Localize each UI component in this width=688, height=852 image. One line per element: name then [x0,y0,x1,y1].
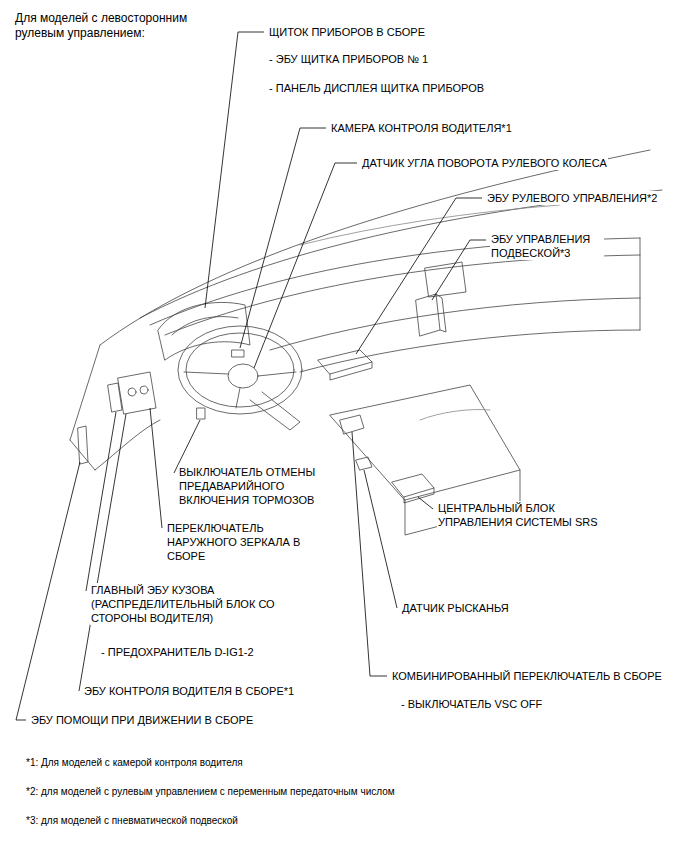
dashboard-end [640,238,641,330]
leader-line [364,470,397,608]
steering-wheel [186,333,294,407]
srs-unit [392,474,434,497]
switch-knob [128,388,136,396]
leader-line [356,198,482,354]
steering-wheel [178,326,302,414]
steering-hub [228,364,258,388]
diagram-title: Для моделей с левосторонним рулевым упра… [14,11,191,41]
sub-part-label: - ПАНЕЛЬ ДИСПЛЕЯ ЩИТКА ПРИБОРОВ [268,81,485,95]
srs-unit [404,488,434,503]
driving-assist-ecu [78,426,88,464]
dashboard-top [165,255,640,335]
part-label: ГЛАВНЫЙ ЭБУ КУЗОВА (РАСПРЕДЕЛИТЕЛЬНЫЙ БЛ… [90,583,280,625]
dashboard-lower [300,330,640,372]
part-label: ПЕРЕКЛЮЧАТЕЛЬ НАРУЖНОГО ЗЕРКАЛА В СБОРЕ [166,521,304,563]
body-ecu [108,383,122,412]
part-label: ЭБУ РУЛЕВОГО УПРАВЛЕНИЯ*2 [486,191,658,205]
part-label: КАМЕРА КОНТРОЛЯ ВОДИТЕЛЯ*1 [330,121,513,135]
steering-spokes [184,372,296,408]
instrument-cluster [158,302,250,360]
part-label: ВЫКЛЮЧАТЕЛЬ ОТМЕНЫ ПРЕДАВАРИЙНОГО ВКЛЮЧЕ… [178,465,328,507]
suspension-ecu [416,294,440,336]
leader-line [432,240,486,300]
steering-ecu [330,362,372,380]
combination-switch [340,415,364,434]
leader-line [16,462,80,720]
switch-knob [140,386,148,394]
leader-line [240,128,326,348]
leader-line [150,408,162,528]
steering-column [250,392,300,430]
cluster-face [172,317,238,335]
footnote: *3: для моделей с пневматической подвеск… [25,814,239,827]
part-label: ЭБУ ПОМОЩИ ПРИ ДВИЖЕНИИ В СБОРЕ [30,713,254,727]
part-label: ЭБУ УПРАВЛЕНИЯ ПОДВЕСКОЙ*3 [490,232,604,260]
leader-line [418,497,433,509]
suspension-ecu [436,294,446,332]
mirror-switch [118,372,156,414]
sub-part-label: - ЭБУ ЩИТКА ПРИБОРОВ № 1 [268,52,429,66]
footnote: *1: Для моделей с камерой контроля водит… [25,756,244,769]
part-label: ЦЕНТРАЛЬНЫЙ БЛОК УПРАВЛЕНИЯ СИСТЕМЫ SRS [437,501,617,529]
sub-part-label: - ПРЕДОХРАНИТЕЛЬ D-IG1-2 [100,645,255,659]
yaw-sensor [356,457,372,470]
leader-line [352,432,387,676]
part-label: ДАТЧИК РЫСКАНЬЯ [401,601,510,615]
brake-cancel-switch [197,408,205,419]
center-console [330,385,520,500]
door-line [70,345,160,470]
camera [232,350,244,357]
windshield-edge [100,150,650,345]
leader-line [205,32,264,308]
part-label: ЩИТОК ПРИБОРОВ В СБОРЕ [268,25,426,39]
footnote: *2: для моделей с рулевым управлением с … [25,785,396,798]
console-line [420,409,490,420]
display [425,262,466,297]
part-label: ДАТЧИК УГЛА ПОВОРОТА РУЛЕВОГО КОЛЕСА [361,156,608,170]
part-label: КОМБИНИРОВАННЫЙ ПЕРЕКЛЮЧАТЕЛЬ В СБОРЕ [391,669,663,683]
sub-part-label: - ВЫКЛЮЧАТЕЛЬ VSC OFF [400,697,543,711]
leader-line [254,163,357,368]
part-label: ЭБУ КОНТРОЛЯ ВОДИТЕЛЯ В СБОРЕ*1 [83,684,295,698]
